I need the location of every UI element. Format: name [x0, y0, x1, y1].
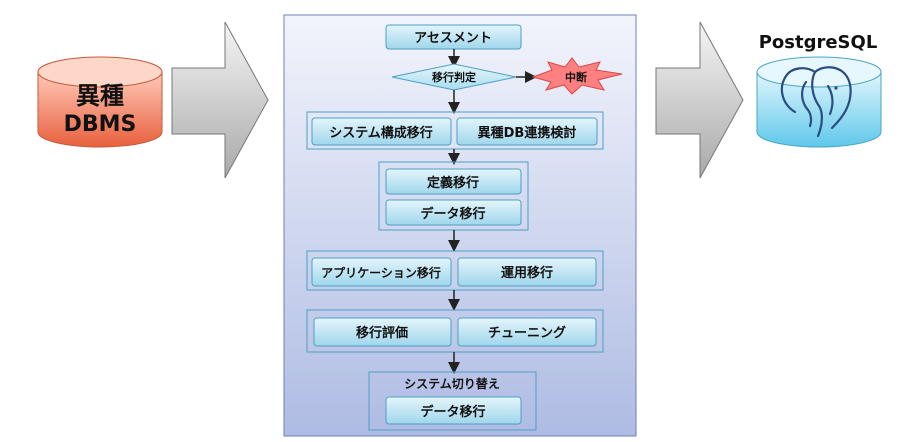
tuning-label: チューニング	[488, 325, 566, 341]
target-title: PostgreSQL	[759, 32, 878, 53]
left-flow-arrow	[171, 21, 269, 179]
right-flow-arrow	[655, 21, 744, 179]
definition-migration-box	[385, 168, 522, 195]
app-migration-box	[311, 257, 452, 287]
system-migration-label: システム構成移行	[329, 125, 433, 141]
definition-migration-label: 定義移行	[426, 175, 479, 191]
evaluation-label: 移行評価	[356, 325, 408, 341]
final-data-migration-box	[385, 396, 522, 425]
abort-burst	[531, 57, 623, 95]
postgresql-elephant-icon	[780, 66, 852, 138]
data-migration-label: データ移行	[420, 206, 485, 222]
source-label-line2: DBMS	[64, 112, 137, 137]
assessment-label: アセスメント	[414, 31, 492, 46]
db-integration-label: 異種DB連携検討	[478, 125, 577, 141]
db-integration-box	[456, 117, 598, 146]
system-migration-box	[311, 117, 452, 146]
ops-migration-label: 運用移行	[501, 265, 553, 281]
app-migration-label: アプリケーション移行	[321, 265, 441, 280]
source-dbms-cylinder: 異種 DBMS	[37, 56, 163, 148]
group-container	[306, 309, 604, 353]
group-container	[306, 111, 604, 150]
switchover-label: システム切り替え	[404, 376, 500, 391]
abort-label: 中断	[565, 70, 587, 84]
group-container	[306, 250, 604, 291]
ops-migration-box	[457, 257, 597, 287]
final-data-migration-label: データ移行	[420, 404, 485, 420]
tuning-box	[457, 317, 597, 347]
decision-label: 移行判定	[432, 70, 476, 84]
data-migration-box	[385, 199, 522, 226]
evaluation-box	[313, 317, 452, 347]
group-container	[368, 371, 537, 431]
source-label-line1: 異種	[76, 82, 124, 110]
